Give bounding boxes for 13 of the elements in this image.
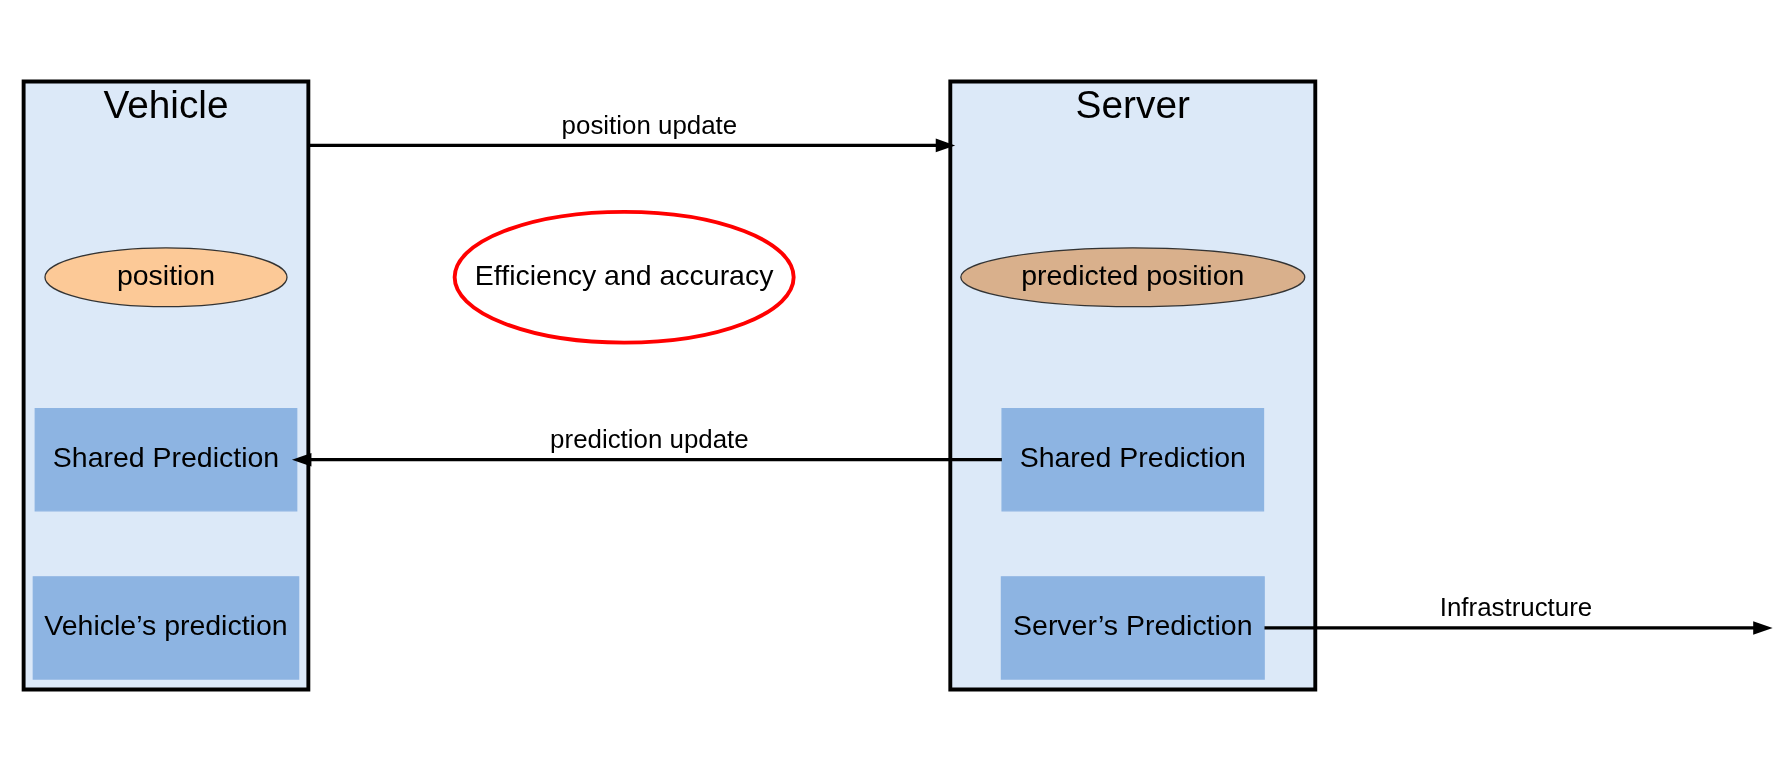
node-box: Shared Prediction xyxy=(1001,407,1265,511)
arrow xyxy=(1264,620,1773,635)
node-ellipse: predicted position xyxy=(960,246,1306,307)
arrow xyxy=(291,452,1002,467)
arrow xyxy=(308,138,956,152)
edge-label: prediction update xyxy=(550,424,749,453)
node-box: Server’s Prediction xyxy=(1000,575,1265,680)
node-box: Shared Prediction xyxy=(34,407,298,511)
node-box: Vehicle’s prediction xyxy=(32,575,300,680)
edge-label: position update xyxy=(561,110,738,139)
node-ellipse: position xyxy=(44,246,288,307)
edge-label: Infrastructure xyxy=(1439,592,1593,621)
node-ellipse: Efficiency and accuracy xyxy=(452,209,796,345)
